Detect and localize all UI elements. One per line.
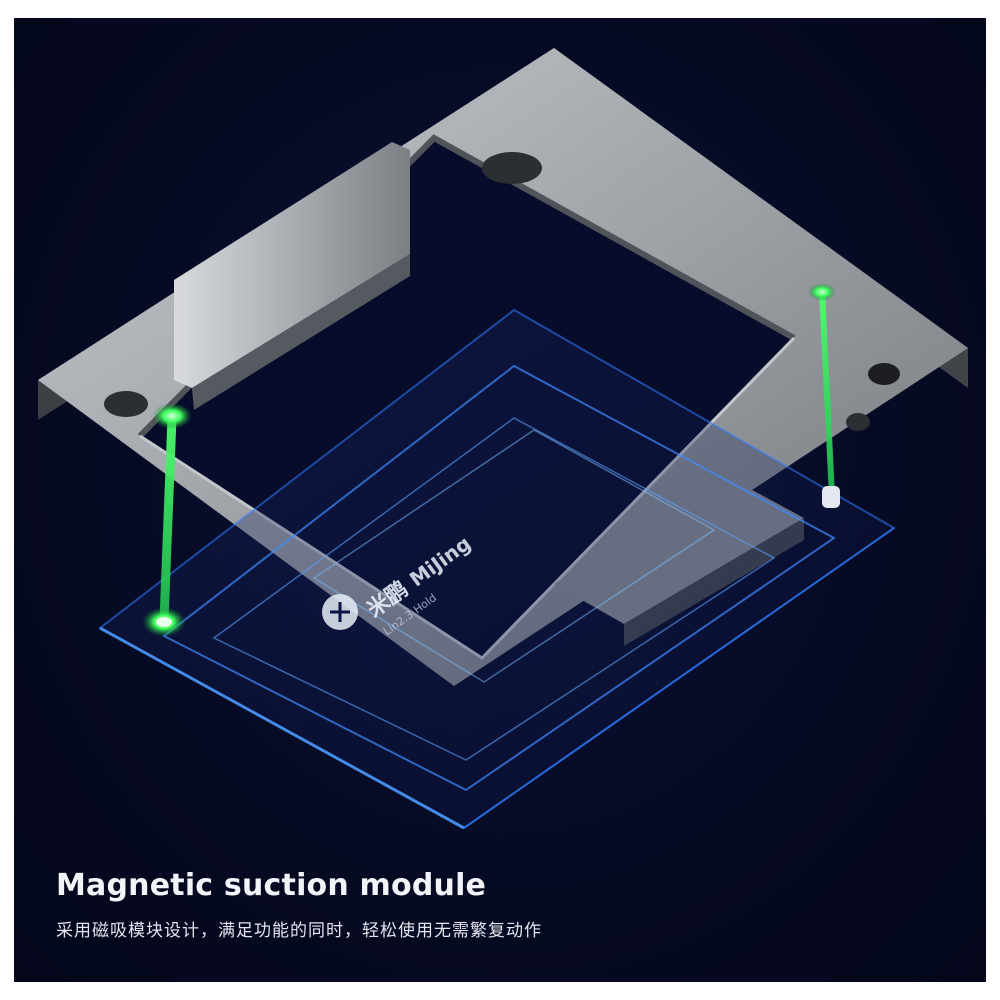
caption-title: Magnetic suction module xyxy=(56,868,487,903)
magnet-left xyxy=(142,403,192,637)
acrylic-plate xyxy=(98,308,896,830)
caption-subtitle: 采用磁吸模块设计，满足功能的同时，轻松使用无需繁复动作 xyxy=(56,921,542,941)
fixture-illustration: 米鹏 MiJing Lin2.3 Hold xyxy=(38,48,968,830)
product-photo: 米鹏 MiJing Lin2.3 Hold Magnetic suction m… xyxy=(14,18,986,982)
magnet-right xyxy=(808,283,840,508)
